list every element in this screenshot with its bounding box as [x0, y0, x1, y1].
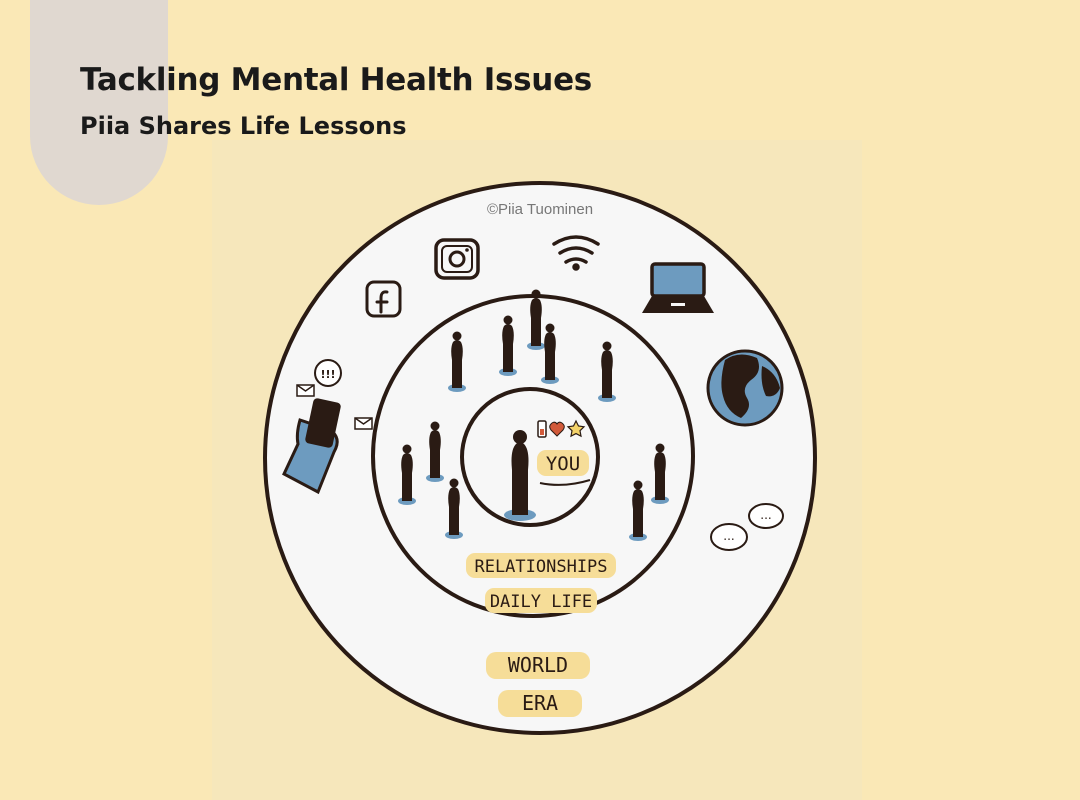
decorative-pill	[30, 0, 168, 205]
facebook-icon	[365, 280, 402, 318]
instagram-icon	[434, 238, 480, 280]
you-highlight	[537, 450, 589, 476]
relationships-highlight	[466, 553, 616, 578]
phone-hand-icon: !!!	[282, 359, 373, 495]
you-label: YOU	[546, 453, 580, 475]
daily-life-label: DAILY LIFE	[490, 592, 592, 612]
svg-text:...: ...	[760, 508, 771, 522]
you-figure	[504, 430, 536, 521]
world-highlight	[486, 652, 590, 679]
daily-life-highlight	[485, 588, 597, 613]
wifi-icon	[552, 235, 600, 271]
laptop-icon	[642, 262, 714, 313]
page-subtitle: Piia Shares Life Lessons	[80, 112, 407, 140]
copyright-text: ©Piia Tuominen	[487, 201, 593, 218]
battery-icon	[537, 420, 547, 438]
world-label: WORLD	[508, 653, 568, 677]
inner-ring-you	[460, 387, 600, 527]
era-label: ERA	[522, 691, 558, 715]
page-title: Tackling Mental Health Issues	[80, 62, 592, 98]
era-highlight	[498, 690, 582, 717]
heart-icon	[549, 421, 565, 437]
speech-bubbles-icon: ... ...	[710, 503, 784, 551]
star-icon	[566, 419, 586, 438]
header: Tackling Mental Health Issues Piia Share…	[80, 62, 592, 140]
globe-icon	[706, 349, 784, 427]
svg-text:!!!: !!!	[320, 368, 335, 381]
relationships-label: RELATIONSHIPS	[474, 557, 607, 577]
svg-text:...: ...	[723, 529, 734, 543]
